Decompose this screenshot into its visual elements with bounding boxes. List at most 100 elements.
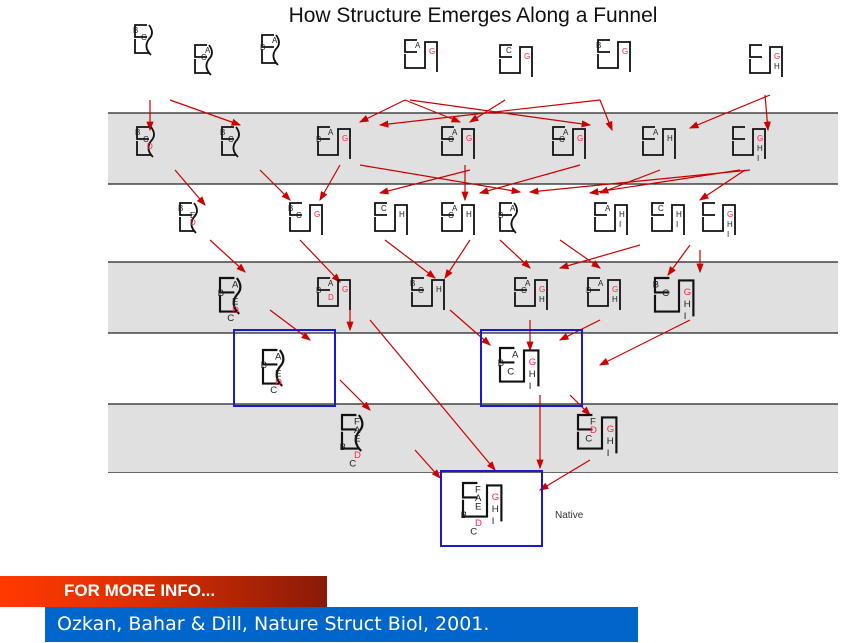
- chain-backbone: [179, 202, 198, 234]
- residue-label: A: [272, 36, 278, 45]
- residue-label: G: [774, 52, 780, 61]
- residue-label: B: [220, 128, 225, 137]
- residue-label: A: [512, 350, 519, 361]
- residue-label: B: [135, 128, 140, 137]
- residue-label: I: [676, 220, 678, 229]
- residue-label: C: [227, 313, 234, 324]
- more-info-banner: FOR MORE INFO...: [0, 576, 327, 607]
- transition-arrow: [559, 239, 601, 269]
- chain-backbone: [194, 44, 213, 76]
- chain-backbone: [134, 24, 153, 56]
- transition-arrow: [763, 94, 771, 132]
- transition-arrow: [359, 164, 522, 195]
- transition-arrow: [699, 169, 746, 201]
- transition-arrow: [299, 239, 341, 283]
- residue-label: G: [342, 134, 348, 143]
- residue-label: D: [475, 518, 482, 529]
- chain-backbone: [499, 202, 518, 234]
- transition-arrow: [404, 99, 462, 123]
- conformation: GH: [749, 44, 783, 77]
- residue-label: A: [525, 279, 531, 288]
- residue-label: C: [448, 135, 454, 144]
- transition-arrow: [384, 239, 436, 279]
- transition-arrow: [599, 99, 613, 132]
- residue-label: G: [342, 285, 348, 294]
- residue-label: A: [232, 280, 239, 291]
- transition-arrow: [369, 319, 496, 471]
- residue-label: H: [667, 134, 673, 143]
- residue-label: C: [658, 204, 664, 213]
- residue-label: C: [470, 527, 477, 538]
- residue-label: C: [270, 385, 277, 396]
- transition-arrow: [409, 99, 592, 128]
- conformation: AB: [260, 34, 280, 66]
- residue-label: C: [506, 46, 512, 55]
- chain-backbone: [261, 348, 285, 387]
- conformation: AB: [498, 202, 518, 234]
- residue-label: A: [475, 493, 482, 504]
- residue-label: B: [316, 135, 321, 144]
- residue-label: B: [410, 279, 415, 288]
- residue-label: I: [492, 516, 495, 527]
- conformation: BC: [133, 24, 153, 56]
- residue-label: A: [415, 41, 421, 50]
- transition-arrow: [169, 99, 242, 126]
- transition-arrow: [358, 99, 406, 123]
- energy-band: [108, 404, 838, 473]
- chain-backbone: [218, 276, 242, 315]
- transition-arrow: [688, 94, 771, 129]
- residue-label: A: [653, 128, 659, 137]
- transition-arrow: [259, 169, 291, 201]
- conformation: AG: [404, 39, 438, 72]
- conformation: AHI: [594, 202, 628, 235]
- residue-label: F: [590, 417, 596, 428]
- chain-backbone: [374, 202, 408, 235]
- residue-label: F: [475, 485, 481, 496]
- chain-backbone: [441, 126, 475, 159]
- chain-backbone: [317, 126, 351, 159]
- residue-label: G: [684, 287, 691, 298]
- chain-backbone: [404, 39, 438, 72]
- chain-backbone: [136, 126, 155, 158]
- transition-arrow: [449, 309, 491, 346]
- conformation: CHI: [651, 202, 685, 235]
- chain-backbone: [576, 413, 618, 454]
- residue-label: G: [622, 47, 628, 56]
- transition-arrow: [538, 459, 591, 491]
- conformation: BC: [220, 126, 240, 158]
- chain-backbone: [732, 126, 766, 159]
- residue-label: H: [612, 295, 618, 304]
- transition-arrow: [444, 239, 471, 280]
- residue-label: A: [598, 279, 604, 288]
- residue-label: G: [529, 357, 536, 368]
- residue-label: B: [340, 442, 346, 453]
- conformation: BCD: [135, 126, 155, 158]
- chain-backbone: [702, 202, 736, 235]
- residue-label: B: [653, 280, 659, 291]
- residue-label: B: [261, 360, 267, 371]
- conformation: CH: [374, 202, 408, 235]
- residue-label: B: [178, 204, 183, 213]
- residue-label: B: [498, 358, 504, 369]
- transition-arrow: [378, 99, 601, 128]
- highlight-box: [233, 329, 336, 407]
- residue-label: H: [774, 62, 780, 71]
- residue-label: A: [605, 204, 611, 213]
- chain-backbone: [642, 126, 676, 159]
- residue-label: D: [190, 218, 196, 227]
- chain-backbone: [461, 481, 503, 522]
- residue-label: I: [757, 154, 759, 163]
- residue-label: A: [205, 46, 211, 55]
- residue-label: G: [466, 134, 472, 143]
- residue-label: A: [328, 128, 334, 137]
- residue-label: H: [757, 144, 763, 153]
- residue-label: C: [559, 135, 565, 144]
- transition-arrow: [378, 169, 471, 195]
- conformation: BED: [178, 202, 198, 234]
